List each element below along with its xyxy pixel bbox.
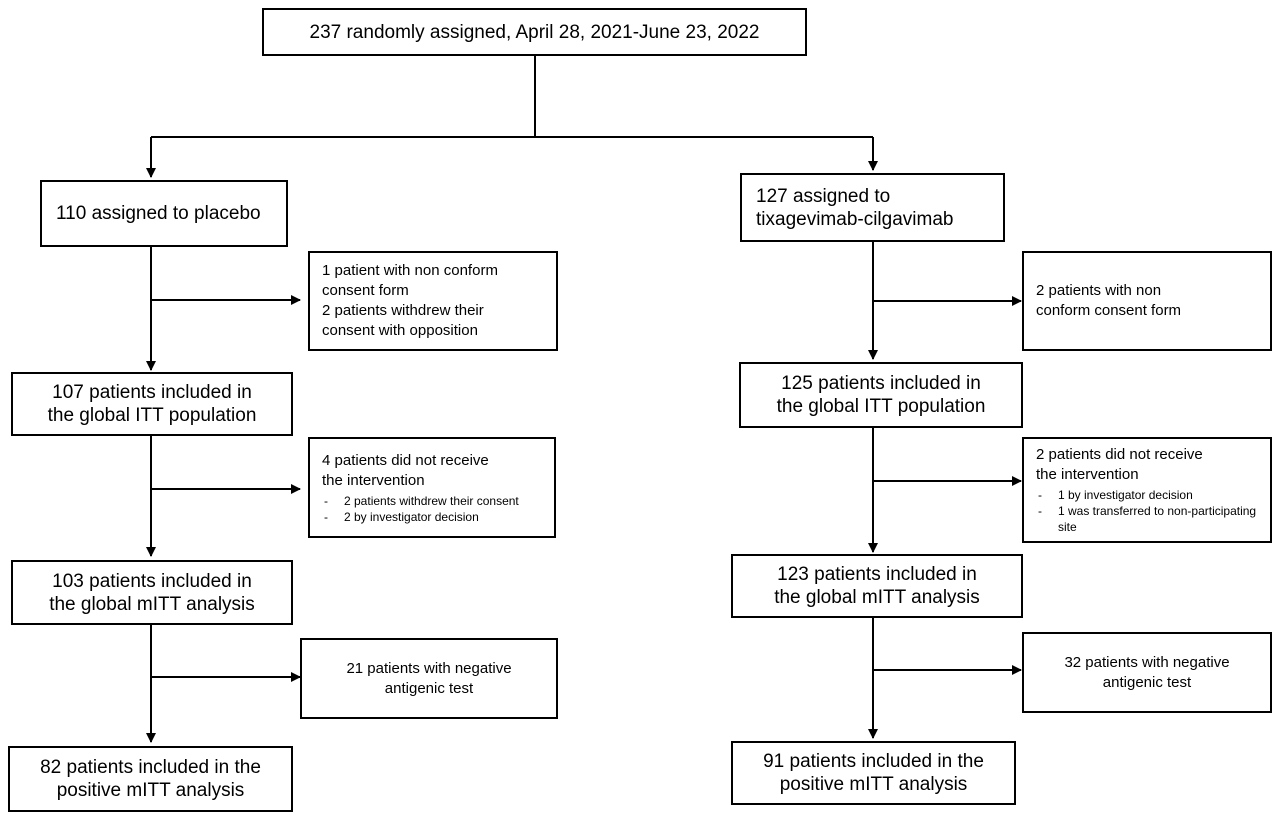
- placebo-assigned-box: 110 assigned to placebo: [40, 180, 288, 247]
- tixagevimab-itt-box: 125 patients included in the global ITT …: [739, 362, 1023, 428]
- randomized-box: 237 randomly assigned, April 28, 2021-Ju…: [262, 8, 807, 56]
- tixagevimab-exclusion-antigenic-box: 32 patients with negative antigenic test: [1022, 632, 1272, 713]
- tixagevimab-exclusion-intervention-box: 2 patients did not receive the intervent…: [1022, 437, 1272, 543]
- tixagevimab-intervention-reasons: 1 by investigator decision 1 was transfe…: [1036, 487, 1258, 535]
- placebo-itt-box: 107 patients included in the global ITT …: [11, 372, 293, 436]
- placebo-exclusion-intervention-box: 4 patients did not receive the intervent…: [308, 437, 556, 538]
- tixagevimab-exclusion-consent-box: 2 patients with non conform consent form: [1022, 251, 1272, 351]
- tixagevimab-assigned-box: 127 assigned to tixagevimab-cilgavimab: [740, 173, 1005, 242]
- placebo-exclusion-antigenic-box: 21 patients with negative antigenic test: [300, 638, 558, 719]
- split-connector: [151, 56, 873, 138]
- list-item: 2 patients withdrew their consent: [322, 493, 542, 509]
- placebo-assigned-text: 110 assigned to placebo: [56, 203, 261, 224]
- placebo-intervention-reasons: 2 patients withdrew their consent 2 by i…: [322, 493, 542, 525]
- placebo-exclusion-consent-box: 1 patient with non conform consent form …: [308, 251, 558, 351]
- list-item: 2 by investigator decision: [322, 509, 542, 525]
- randomized-text: 237 randomly assigned, April 28, 2021-Ju…: [309, 21, 760, 43]
- tixagevimab-positive-mitt-box: 91 patients included in the positive mIT…: [731, 741, 1016, 805]
- list-item: 1 by investigator decision: [1036, 487, 1258, 503]
- placebo-mitt-box: 103 patients included in the global mITT…: [11, 560, 293, 625]
- tixagevimab-mitt-box: 123 patients included in the global mITT…: [731, 554, 1023, 618]
- list-item: 1 was transferred to non-participating s…: [1036, 503, 1258, 535]
- placebo-positive-mitt-box: 82 patients included in the positive mIT…: [8, 746, 293, 812]
